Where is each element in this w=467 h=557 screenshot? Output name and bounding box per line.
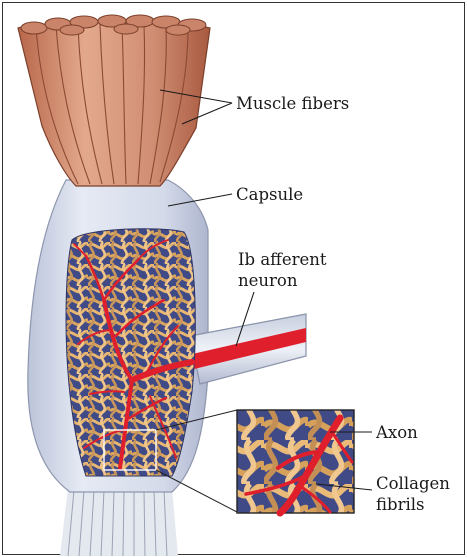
label-muscle-fibers: Muscle fibers: [236, 94, 349, 113]
tendon-fibers: [60, 488, 178, 556]
label-collagen-line1: Collagen: [376, 474, 450, 493]
magnified-inset: [237, 410, 354, 513]
label-axon: Axon: [375, 423, 418, 442]
label-afferent-line2: neuron: [238, 271, 298, 290]
label-capsule: Capsule: [236, 185, 303, 204]
label-afferent-line1: Ib afferent: [238, 250, 327, 269]
label-collagen-line2: fibrils: [376, 495, 424, 514]
muscle-fibers: [18, 15, 210, 186]
